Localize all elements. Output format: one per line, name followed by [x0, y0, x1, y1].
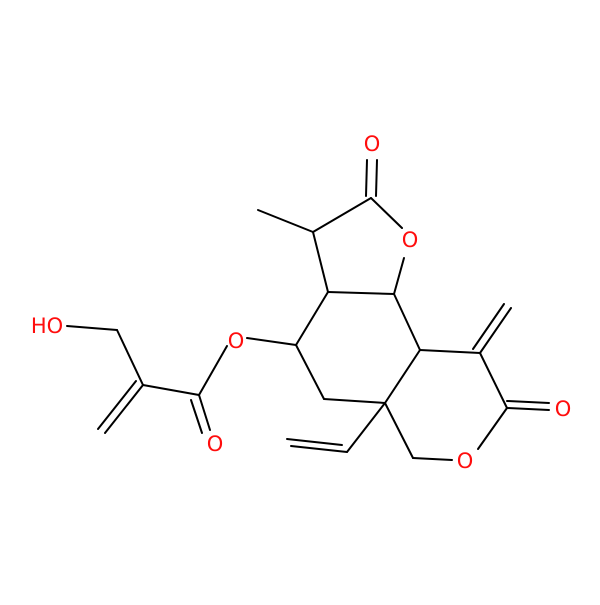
- bond: [290, 445, 348, 453]
- bond: [104, 384, 144, 434]
- bond: [477, 407, 508, 450]
- bond: [295, 344, 325, 400]
- bond: [246, 337, 297, 346]
- bond: [346, 402, 386, 453]
- bond: [479, 307, 512, 354]
- bond: [286, 438, 343, 446]
- bond: [384, 349, 421, 404]
- ester-oxygen-label: O: [228, 329, 245, 353]
- bond: [412, 457, 453, 461]
- bond: [327, 291, 395, 295]
- bond: [198, 394, 211, 431]
- lactone-oxygen-label: O: [457, 449, 474, 473]
- bond: [506, 407, 550, 411]
- bond: [506, 400, 550, 404]
- bond: [375, 159, 378, 197]
- lactone-carbonyl-oxygen-label: O: [555, 397, 572, 421]
- bond: [365, 159, 368, 197]
- bond: [370, 197, 403, 229]
- atom-labels: O O O O O O HO: [31, 132, 571, 473]
- bond: [142, 384, 200, 396]
- bond: [312, 231, 329, 293]
- hydroxyl-label: HO: [31, 314, 63, 338]
- bond: [479, 352, 508, 409]
- ester-carbonyl-oxygen-label: O: [207, 432, 224, 456]
- bond: [198, 345, 228, 396]
- furan-oxygen-label: O: [402, 228, 419, 252]
- bond: [66, 325, 118, 331]
- bond: [384, 402, 414, 459]
- bond: [97, 380, 137, 430]
- bond: [312, 197, 372, 233]
- bond: [190, 399, 203, 434]
- bond: [419, 349, 481, 354]
- bond: [116, 329, 144, 386]
- ketone-oxygen-label: O: [364, 132, 381, 156]
- bond: [393, 293, 421, 351]
- bond: [257, 209, 314, 233]
- bond: [393, 257, 405, 295]
- bond: [472, 303, 505, 350]
- bonds: [66, 159, 550, 461]
- bond: [323, 398, 386, 404]
- bond: [295, 291, 329, 346]
